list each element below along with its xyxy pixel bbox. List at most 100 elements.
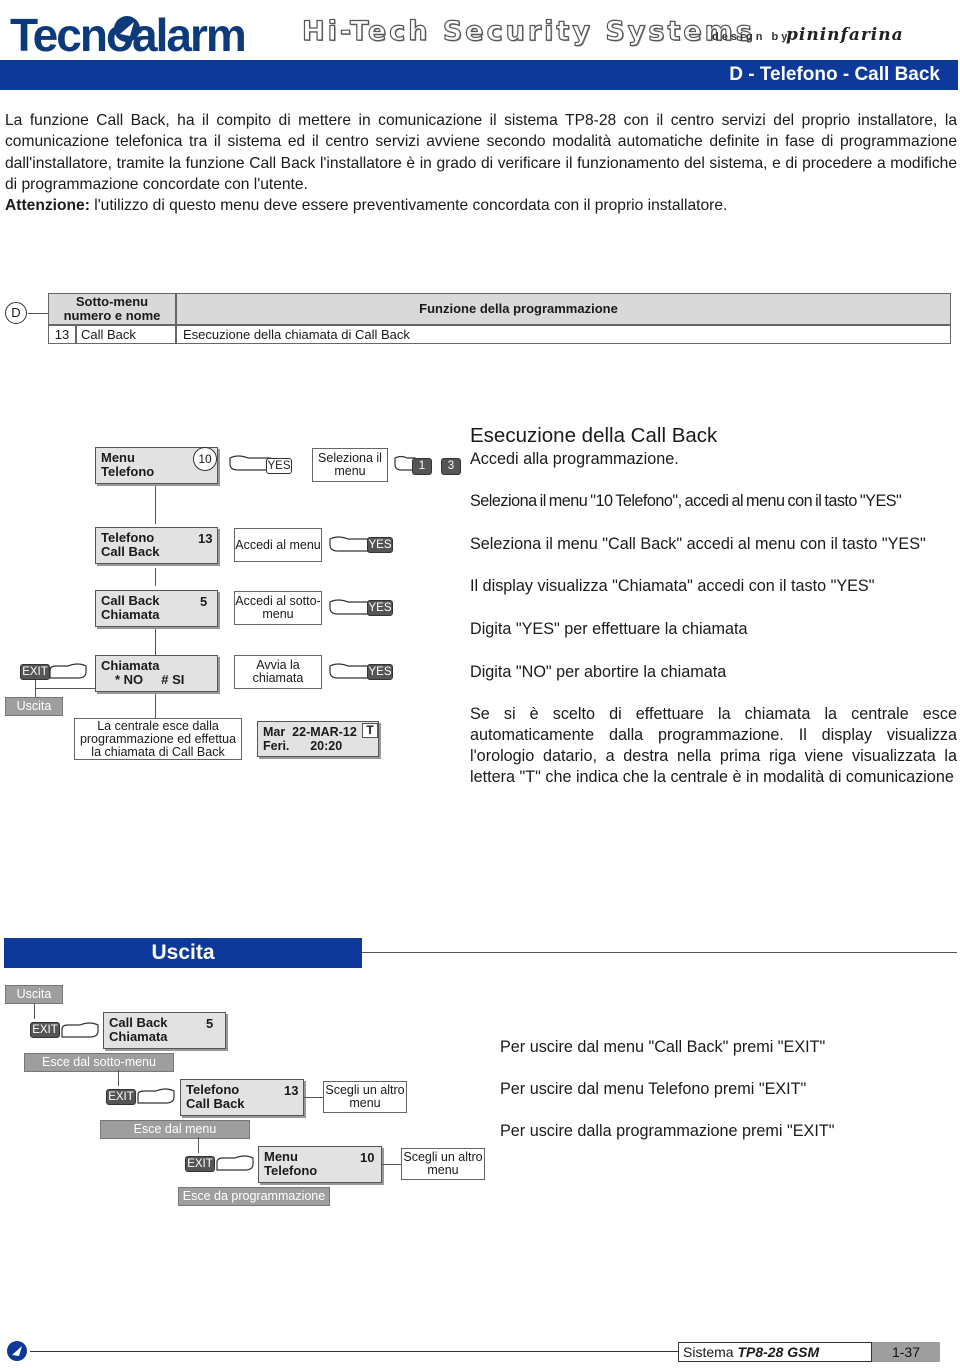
centrale-esce-box: La centrale esce dalla programmazione ed… (74, 718, 242, 760)
lcd-number: 13 (284, 1083, 299, 1098)
exit-text-b: Per uscire dal menu Telefono premi "EXIT… (500, 1080, 807, 1098)
lcd-line1: Mar 22-MAR-12 (263, 725, 357, 739)
flow-line (155, 568, 156, 586)
lcd-line2: Telefono (264, 1163, 318, 1178)
header-sub-line2: numero e nome (63, 308, 161, 323)
footer-sistema-label: Sistema (683, 1344, 738, 1360)
intro-warning: Attenzione: l'utilizzo di questo menu de… (5, 195, 957, 216)
lcd-line2: * NO # SI (115, 672, 185, 687)
lcd-line2: Feri. 20:20 (263, 739, 343, 753)
lcd-line1: Chiamata (101, 658, 160, 673)
lcd-line2: Telefono (101, 464, 155, 479)
accedi-menu-box: Accedi al menu (234, 528, 322, 562)
seleziona-menu-box: Seleziona il menu (312, 448, 388, 482)
lcd-callback-chiamata: Call Back Chiamata (95, 590, 218, 627)
yes-key[interactable]: YES (367, 664, 393, 680)
exit-key[interactable]: EXIT (30, 1022, 60, 1038)
esce-programmazione-label: Esce da programmazione (178, 1187, 330, 1206)
yes-key[interactable]: YES (367, 537, 393, 553)
finger-icon (60, 1019, 100, 1048)
finger-icon (136, 1085, 176, 1114)
esce-menu-label: Esce dal menu (100, 1120, 250, 1139)
step5-text: Digita "NO" per abortire la chiamata (470, 663, 727, 681)
lcd-number: 13 (198, 531, 213, 546)
flow-line (198, 1137, 199, 1153)
intro-block: La funzione Call Back, ha il compito di … (5, 110, 957, 216)
finger-icon (215, 1152, 255, 1181)
flow-arrow (304, 1097, 324, 1098)
esce-sottomenu-label: Esce dal sotto-menu (24, 1053, 174, 1072)
uscita-label: Uscita (5, 985, 63, 1004)
step6-text: Se si è scelto di effettuare la chiamata… (470, 705, 957, 786)
warning-label: Attenzione: (5, 197, 90, 215)
flow-line (155, 484, 156, 524)
yes-key[interactable]: YES (266, 458, 292, 474)
accedi-sottomenu-box: Accedi al sotto-menu (234, 591, 322, 625)
lcd-number: 5 (200, 594, 208, 609)
step1-text: Seleziona il menu "10 Telefono", accedi … (470, 492, 902, 510)
exit-key[interactable]: EXIT (185, 1156, 215, 1172)
flow-line (34, 1003, 35, 1019)
footer-system: Sistema TP8-28 GSM (678, 1342, 872, 1362)
lcd-menu-telefono: Menu Telefono (95, 447, 218, 484)
lcd-number: 5 (206, 1016, 214, 1031)
marker-connector (28, 313, 48, 314)
flow-arrow (382, 1164, 402, 1165)
table-header-submenu: Sotto-menu numero e nome (48, 293, 176, 325)
lcd-line2: Chiamata (101, 607, 160, 622)
exit-key[interactable]: EXIT (106, 1089, 136, 1105)
exit-connector (35, 680, 36, 697)
exit-connector (35, 688, 95, 689)
lcd-menu-telefono: Menu Telefono (258, 1146, 382, 1183)
uscita-label: Uscita (5, 697, 63, 716)
table-cell-function: Esecuzione della chiamata di Call Back (176, 325, 951, 344)
lcd-line1: Menu (101, 450, 135, 465)
lcd-telefono-callback: Telefono Call Back (180, 1079, 304, 1116)
key-3[interactable]: 3 (441, 458, 461, 475)
lcd-line1: Menu (264, 1149, 298, 1164)
step0-text: Accedi alla programmazione. (470, 450, 679, 468)
section-divider (362, 952, 957, 953)
header-sub-line1: Sotto-menu (75, 294, 149, 309)
lcd-datetime: Mar 22-MAR-12 Feri. 20:20 (257, 721, 379, 757)
lcd-line1: Telefono (101, 530, 155, 545)
section-marker: D (5, 302, 27, 324)
design-by-label: design by (712, 31, 791, 43)
yes-key[interactable]: YES (367, 600, 393, 616)
lcd-line2: Call Back (186, 1096, 245, 1111)
lcd-line1: Telefono (186, 1082, 240, 1097)
avvia-chiamata-box: Avvia la chiamata (234, 655, 322, 689)
table-cell-name: Call Back (76, 325, 176, 344)
intro-paragraph: La funzione Call Back, ha il compito di … (5, 112, 957, 193)
comm-flag: T (362, 723, 378, 738)
exit-text-a: Per uscire dal menu "Call Back" premi "E… (500, 1038, 826, 1056)
scegli-altro-menu-box: Scegli un altro menu (323, 1081, 407, 1113)
lcd-line2: Chiamata (109, 1029, 168, 1044)
flow-line (155, 690, 156, 718)
footer-model: TP8-28 GSM (737, 1344, 820, 1360)
designer-signature: pininfarina (786, 25, 904, 45)
exit-text-c: Per uscire dalla programmazione premi "E… (500, 1122, 835, 1140)
lcd-callback-chiamata: Call Back Chiamata (103, 1012, 226, 1049)
exit-key[interactable]: EXIT (20, 664, 50, 680)
lcd-line1: Call Back (109, 1015, 168, 1030)
step2-text: Seleziona il menu "Call Back" accedi al … (470, 535, 926, 553)
table-cell-number: 13 (48, 325, 76, 344)
lcd-line2: Call Back (101, 544, 160, 559)
exit-section-title: Uscita (4, 938, 362, 968)
brand-swoosh-icon (112, 14, 142, 49)
footer-logo-icon (6, 1340, 28, 1367)
scegli-altro-menu-box: Scegli un altro menu (401, 1148, 485, 1180)
menu-number-badge: 10 (193, 447, 217, 471)
warning-text: l'utilizzo di questo menu deve essere pr… (89, 197, 728, 215)
footer-page-number: 1-37 (872, 1342, 940, 1362)
key-1[interactable]: 1 (412, 458, 432, 475)
lcd-line1: Call Back (101, 593, 160, 608)
header-tagline: Hi-Tech Security Systems (301, 15, 755, 47)
procedure-title: Esecuzione della Call Back (470, 424, 718, 447)
lcd-number: 10 (360, 1150, 375, 1165)
flow-line (118, 1070, 119, 1086)
lcd-chiamata-confirm: Chiamata * NO # SI (95, 655, 218, 692)
table-header-function: Funzione della programmazione (176, 293, 951, 325)
step3-text: Il display visualizza "Chiamata" accedi … (470, 577, 875, 595)
